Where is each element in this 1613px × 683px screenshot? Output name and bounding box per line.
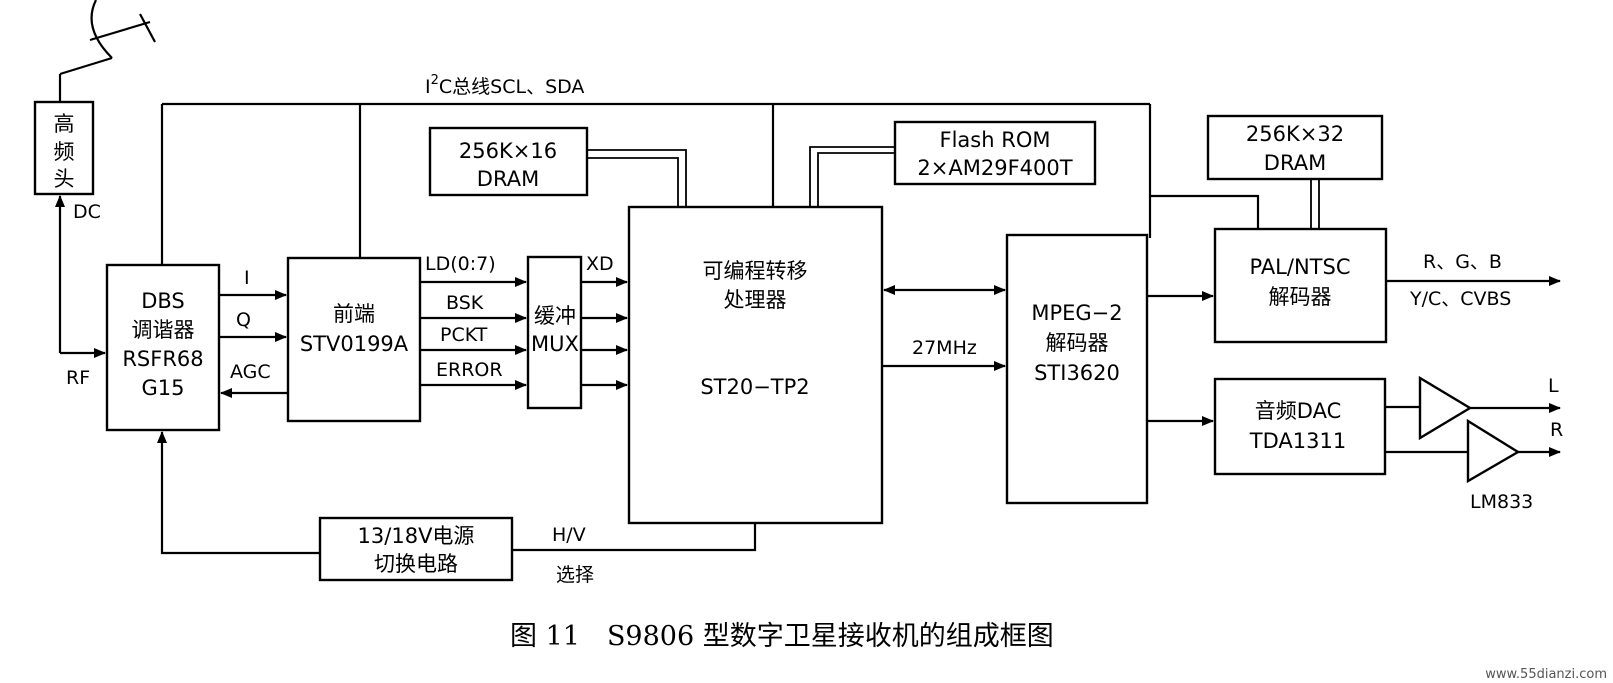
- error-label: ERROR: [436, 359, 503, 381]
- agc-label: AGC: [230, 361, 271, 383]
- dac-label-2: TDA1311: [1249, 429, 1346, 453]
- ld-label: LD(0:7): [425, 253, 496, 275]
- tuner-label-2: 调谐器: [132, 318, 195, 342]
- dram32-label-1: 256K×32: [1246, 122, 1344, 146]
- pal-label-1: PAL/NTSC: [1250, 255, 1351, 279]
- lnb-block: 高 频 头: [33, 100, 95, 196]
- tuner-label-4: G15: [142, 376, 185, 400]
- pal-label-2: 解码器: [1269, 285, 1332, 309]
- pal-ntsc-decoder-block: PAL/NTSC 解码器: [1213, 227, 1388, 344]
- power-switch-block: 13/18V电源 切换电路: [318, 516, 514, 582]
- dc-label: DC: [73, 201, 101, 223]
- frontend-label-1: 前端: [333, 302, 375, 326]
- mpeg-label-1: MPEG−2: [1031, 301, 1122, 325]
- power-label-1: 13/18V电源: [358, 524, 475, 548]
- audio-r-label: R: [1550, 419, 1563, 441]
- dram16-block: 256K×16 DRAM: [428, 126, 589, 197]
- xd-label: XD: [586, 253, 614, 275]
- lnb-label-3: 头: [54, 167, 75, 191]
- audio-l-label: L: [1548, 375, 1559, 397]
- processor-label-2: 处理器: [724, 288, 787, 312]
- dram32-label-2: DRAM: [1264, 151, 1326, 175]
- rgb-output-label: R、G、B: [1423, 251, 1502, 273]
- flash-label-2: 2×AM29F400T: [917, 156, 1072, 180]
- watermark: www.55dianzi.com: [1485, 667, 1607, 682]
- tuner-block: DBS 调谐器 RSFR68 G15: [105, 263, 221, 432]
- rf-label: RF: [66, 367, 90, 389]
- lnb-label-2: 频: [54, 140, 75, 164]
- dac-label-1: 音频DAC: [1255, 399, 1341, 423]
- frontend-label-2: STV0199A: [300, 332, 409, 356]
- mpeg-label-2: 解码器: [1046, 331, 1109, 355]
- dram16-label-2: DRAM: [477, 167, 539, 191]
- mpeg-label-3: STI3620: [1034, 361, 1120, 385]
- i-signal-label: I: [244, 267, 250, 289]
- processor-label-3: ST20−TP2: [700, 375, 809, 399]
- buffer-label-1: 缓冲: [534, 304, 576, 328]
- power-label-2: 切换电路: [374, 552, 458, 576]
- i2c-bus-label: I2C总线SCL、SDA: [425, 73, 584, 98]
- flash-label-1: Flash ROM: [940, 128, 1051, 152]
- pckt-label: PCKT: [440, 324, 488, 346]
- flash-rom-block: Flash ROM 2×AM29F400T: [893, 120, 1097, 186]
- i2c-bus-lines: [160, 102, 1152, 265]
- dram16-label-1: 256K×16: [459, 139, 557, 163]
- mpeg2-decoder-block: MPEG−2 解码器 STI3620: [1005, 233, 1149, 505]
- buffer-mux-block: 缓冲 MUX: [526, 255, 583, 410]
- figure-caption: 图 11 S9806 型数字卫星接收机的组成框图: [510, 621, 1054, 652]
- amplifier-l-icon: [1418, 375, 1473, 441]
- select-label: 选择: [556, 564, 594, 586]
- tuner-label-1: DBS: [141, 289, 185, 313]
- signal-wires: [55, 194, 1561, 555]
- frontend-block: 前端 STV0199A: [286, 256, 422, 423]
- dram32-block: 256K×32 DRAM: [1206, 114, 1384, 181]
- q-signal-label: Q: [236, 309, 251, 331]
- processor-block: 可编程转移 处理器 ST20−TP2: [627, 205, 884, 525]
- amplifier-r-icon: [1466, 418, 1521, 484]
- hv-label: H/V: [552, 524, 586, 546]
- lm833-label: LM833: [1470, 491, 1533, 513]
- satellite-dish-icon: [58, 0, 156, 102]
- clock-27mhz-label: 27MHz: [912, 337, 977, 359]
- buffer-label-2: MUX: [531, 332, 579, 356]
- lnb-label-1: 高: [54, 112, 75, 136]
- bsk-label: BSK: [446, 292, 484, 314]
- processor-label-1: 可编程转移: [703, 259, 808, 283]
- audio-dac-block: 音频DAC TDA1311: [1213, 377, 1387, 476]
- bus-lines: [587, 146, 1320, 229]
- tuner-label-3: RSFR68: [122, 347, 203, 371]
- yc-cvbs-output-label: Y/C、CVBS: [1409, 288, 1511, 310]
